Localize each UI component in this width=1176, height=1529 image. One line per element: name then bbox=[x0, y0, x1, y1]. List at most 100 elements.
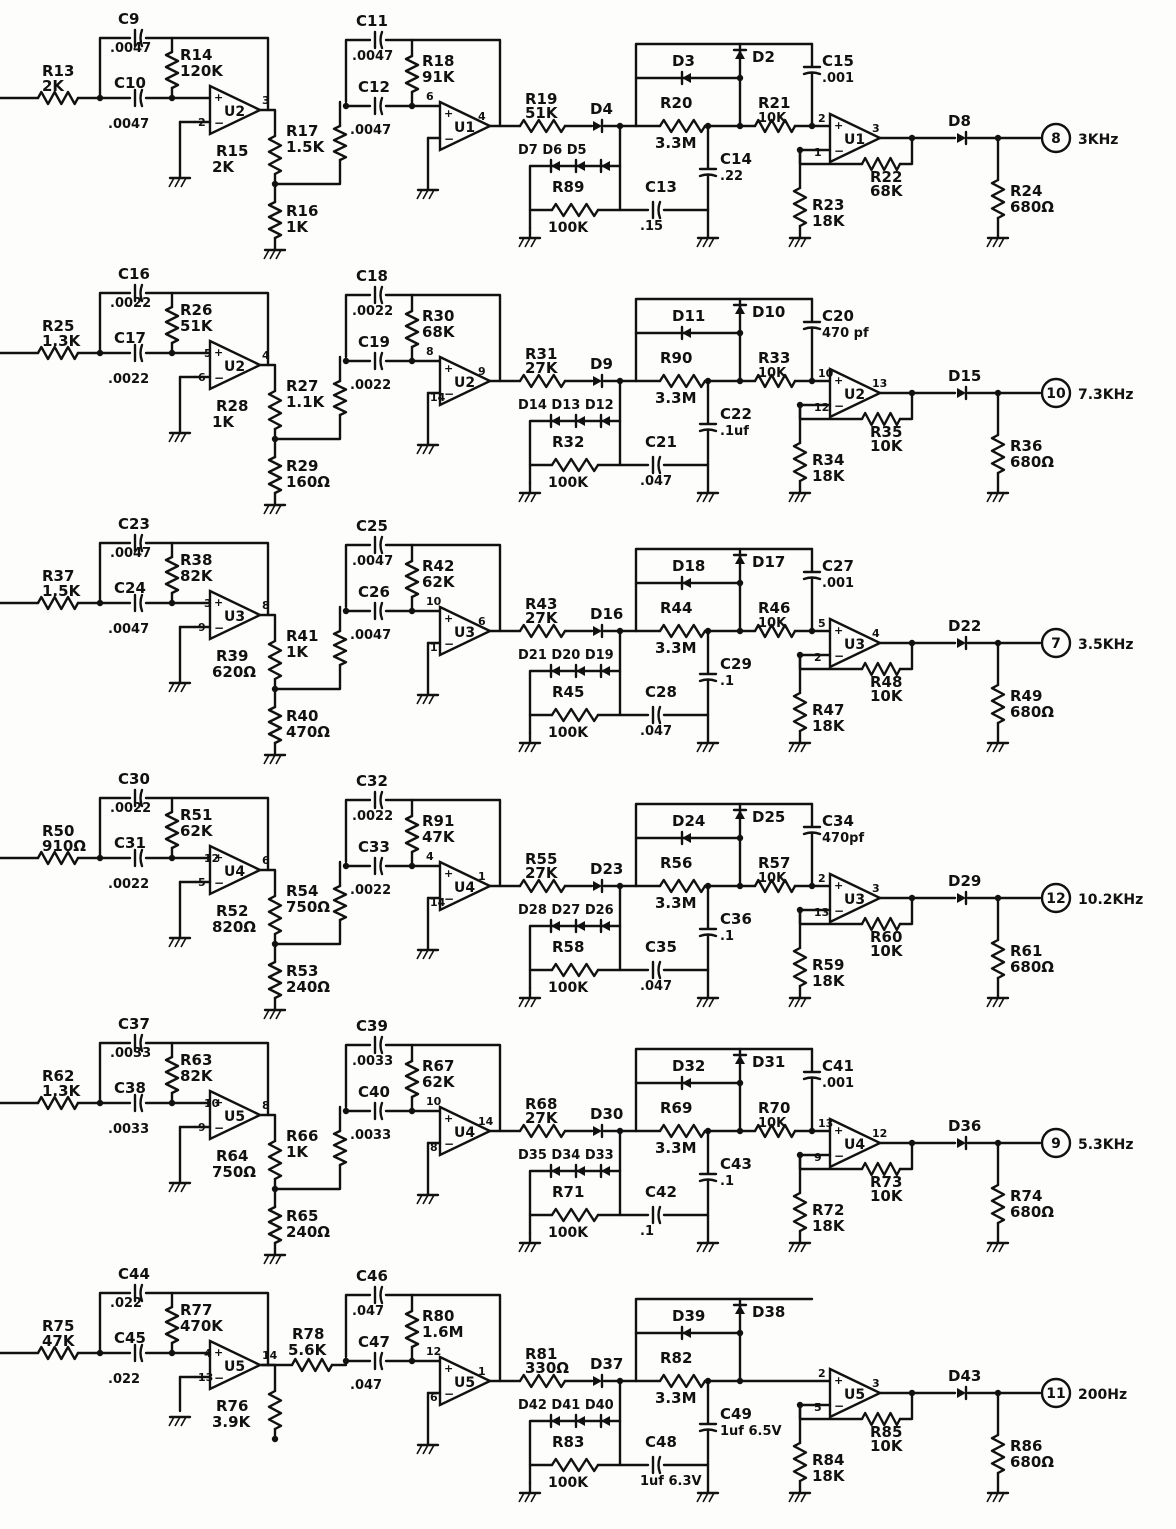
resistor-value: 27K bbox=[525, 1109, 559, 1127]
r-in-value: 1.5K bbox=[42, 582, 82, 600]
diode bbox=[682, 1328, 691, 1338]
diode bbox=[601, 921, 610, 931]
junction-dot bbox=[808, 377, 816, 385]
diode-label: D18 bbox=[672, 557, 705, 575]
resistor-value: 680Ω bbox=[1010, 1203, 1054, 1221]
wire bbox=[258, 1363, 277, 1393]
cap-value: .1 bbox=[720, 674, 734, 689]
diode-label: D39 bbox=[672, 1307, 705, 1325]
resistor-label: R86 bbox=[1010, 1437, 1042, 1455]
ground-hatch bbox=[422, 694, 429, 705]
op-amp-plus: + bbox=[444, 362, 453, 375]
capacitor-plate bbox=[657, 200, 662, 220]
diode-label: D32 bbox=[672, 1057, 705, 1075]
ground-hatch bbox=[800, 1242, 807, 1253]
capacitor-plate bbox=[139, 1093, 144, 1113]
op-amp-plus: + bbox=[834, 879, 843, 892]
diode bbox=[682, 328, 691, 338]
pin-number: 13 bbox=[872, 377, 887, 390]
resistor-label: R74 bbox=[1010, 1187, 1042, 1205]
resistor bbox=[792, 1191, 808, 1233]
op-amp bbox=[208, 589, 263, 641]
cap-label: C10 bbox=[114, 74, 146, 92]
wire bbox=[98, 796, 132, 860]
capacitor-plate bbox=[379, 1101, 384, 1121]
ground-hatch bbox=[696, 742, 703, 753]
resistor bbox=[753, 623, 797, 639]
junction-dot bbox=[408, 1107, 416, 1115]
resistor-value: 51K bbox=[180, 317, 214, 335]
cap-value: .1 bbox=[720, 929, 734, 944]
resistor-label: R56 bbox=[660, 854, 692, 872]
resistor-value: 27K bbox=[525, 864, 559, 882]
resistor-label: R20 bbox=[660, 94, 692, 112]
ground-hatch bbox=[992, 997, 999, 1008]
diode bbox=[957, 1388, 966, 1398]
junction-dot bbox=[271, 1435, 279, 1443]
diode bbox=[593, 881, 602, 891]
diode bbox=[576, 666, 585, 676]
resistor-label: R63 bbox=[180, 1051, 212, 1069]
ground-hatch bbox=[794, 1492, 801, 1503]
op-amp-minus: − bbox=[214, 1121, 224, 1135]
resistor-value: 3.3M bbox=[655, 134, 697, 152]
resistor-value: 1K bbox=[212, 413, 235, 431]
resistor-value: 100K bbox=[548, 725, 589, 741]
cap-value: .0022 bbox=[110, 296, 151, 311]
capacitor-plate bbox=[657, 960, 662, 980]
op-amp bbox=[438, 100, 493, 152]
r-in-value: 1.3K bbox=[42, 1082, 82, 1100]
capacitor-plate bbox=[802, 326, 822, 331]
junction-dot bbox=[736, 579, 744, 587]
resistor bbox=[990, 178, 1006, 220]
pin-number: 10 bbox=[204, 1097, 220, 1110]
junction-dot bbox=[168, 854, 176, 862]
ground-hatch bbox=[524, 492, 531, 503]
pin-number: 3 bbox=[204, 597, 212, 610]
cap-label: C21 bbox=[645, 433, 677, 451]
resistor-value: 18K bbox=[812, 467, 846, 485]
resistor bbox=[518, 118, 567, 134]
resistor bbox=[404, 309, 420, 349]
capacitor-plate bbox=[139, 1033, 144, 1053]
diode bbox=[551, 1166, 560, 1176]
resistor-value: 27K bbox=[525, 359, 559, 377]
diode bbox=[957, 388, 966, 398]
cap-label: C18 bbox=[356, 267, 388, 285]
cap-label: C32 bbox=[356, 772, 388, 790]
diode bbox=[576, 921, 585, 931]
diode-group-label: D7 D6 D5 bbox=[518, 143, 587, 158]
resistor-label: R84 bbox=[812, 1451, 844, 1469]
junction-dot bbox=[908, 389, 916, 397]
resistor-value: 10K bbox=[758, 1116, 787, 1131]
cap-value: .0047 bbox=[110, 41, 151, 56]
cap-label: C9 bbox=[118, 10, 139, 28]
op-amp-label: U3 bbox=[844, 637, 865, 653]
diode bbox=[682, 1078, 691, 1088]
resistor bbox=[267, 960, 283, 1000]
ground-hatch bbox=[708, 492, 715, 503]
resistor bbox=[404, 559, 420, 599]
ground-hatch bbox=[518, 742, 525, 753]
resistor-value: 62K bbox=[422, 573, 456, 591]
ground-hatch bbox=[428, 1444, 435, 1455]
resistor-value: 100K bbox=[548, 1225, 589, 1241]
pin-number: 1 bbox=[478, 1365, 486, 1378]
resistor-value: 680Ω bbox=[1010, 198, 1054, 216]
resistor-label: R90 bbox=[660, 349, 692, 367]
resistor bbox=[860, 1411, 902, 1427]
ground-hatch bbox=[180, 682, 187, 693]
resistor-label: R19 bbox=[525, 90, 557, 108]
ground-hatch bbox=[416, 1194, 423, 1205]
ground-hatch bbox=[992, 492, 999, 503]
ground-hatch bbox=[518, 237, 525, 248]
resistor-value: 18K bbox=[812, 1217, 846, 1235]
resistor bbox=[290, 1357, 334, 1373]
op-amp-minus: − bbox=[444, 637, 454, 651]
op-amp bbox=[208, 339, 263, 391]
junction-dot bbox=[908, 1139, 916, 1147]
ground-hatch bbox=[702, 742, 709, 753]
ground-hatch bbox=[180, 1416, 187, 1427]
wire bbox=[344, 293, 372, 359]
capacitor-plate bbox=[802, 576, 822, 581]
